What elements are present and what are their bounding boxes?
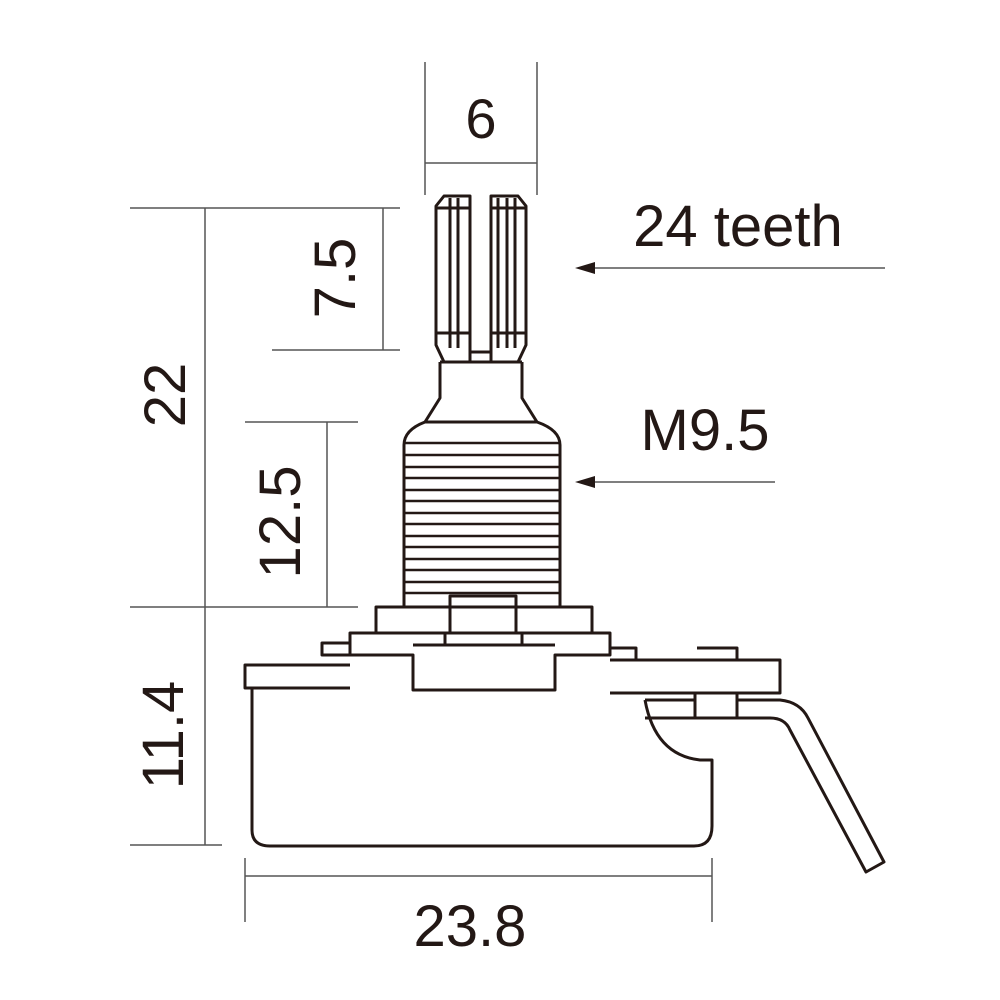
teeth-callout: 24 teeth bbox=[633, 194, 843, 259]
arrowheads bbox=[575, 262, 595, 488]
thread-length-label: 12.5 bbox=[248, 466, 313, 579]
part-outline bbox=[243, 194, 886, 874]
total-length-label: 22 bbox=[133, 363, 198, 428]
knurl-length-label: 7.5 bbox=[303, 238, 368, 319]
dimension-lines bbox=[130, 62, 885, 922]
shaft-diameter-label: 6 bbox=[465, 87, 496, 150]
body-width-label: 23.8 bbox=[414, 894, 527, 959]
thread-callout: M9.5 bbox=[641, 398, 770, 463]
dimension-labels: 6 24 teeth M9.5 23.8 7.5 22 12.5 11.4 bbox=[131, 87, 843, 959]
body-height-label: 11.4 bbox=[131, 681, 196, 790]
